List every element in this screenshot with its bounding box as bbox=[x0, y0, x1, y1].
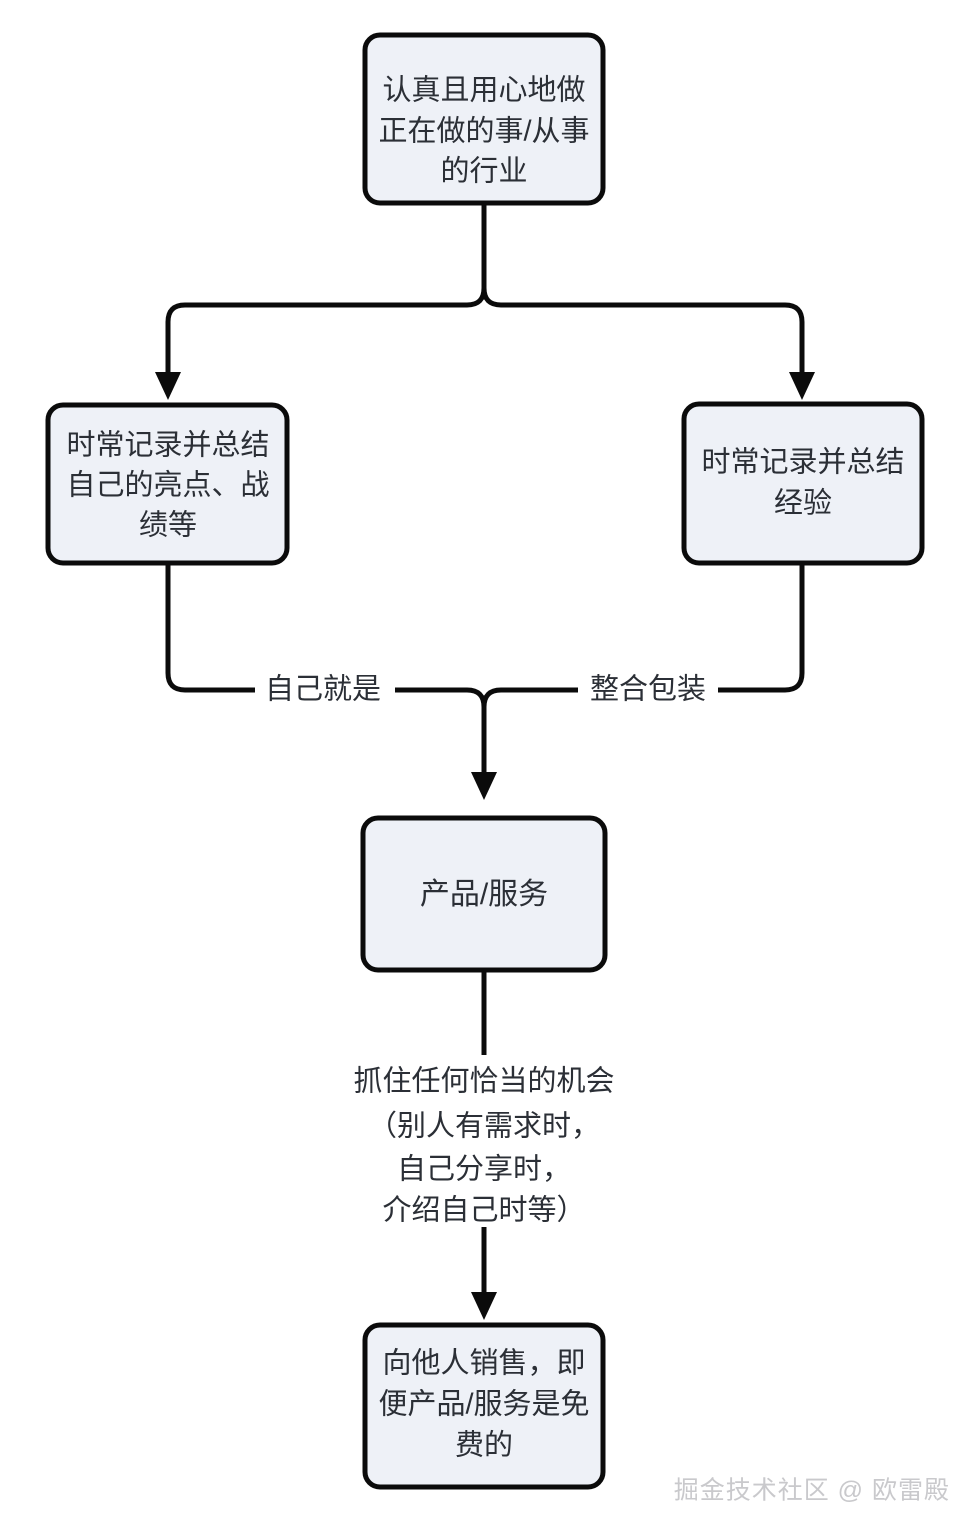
node-record-highlights[interactable]: 时常记录并总结 自己的亮点、战 绩等 bbox=[45, 402, 290, 566]
arrow-head-to-product-node bbox=[471, 772, 497, 800]
edge-label-right-group: 整合包装 bbox=[578, 670, 718, 712]
arrow-head-to-left-node bbox=[155, 372, 181, 400]
edge-label-bottom-group: 抓住任何恰当的机会 （别人有需求时， 自己分享时， 介绍自己时等） bbox=[340, 1055, 630, 1227]
node-product-service-line-1: 产品/服务 bbox=[420, 878, 548, 911]
node-product-service[interactable]: 产品/服务 bbox=[360, 815, 608, 973]
node-record-highlights-line-2: 自己的亮点、战 bbox=[66, 469, 269, 502]
edge-label-bottom-line-3: 自己分享时， bbox=[397, 1153, 571, 1186]
node-sell-to-others-line-2: 便产品/服务是免 bbox=[378, 1388, 589, 1421]
edge-root-stem bbox=[165, 203, 487, 378]
node-record-highlights-box[interactable] bbox=[45, 402, 290, 566]
node-product-service-box[interactable] bbox=[360, 815, 608, 973]
node-record-experience[interactable]: 时常记录并总结 经验 bbox=[681, 401, 925, 566]
edge-root-split bbox=[155, 203, 815, 400]
edge-label-right-backdrop bbox=[578, 670, 718, 712]
edge-label-bottom-line-4: 介绍自己时等） bbox=[382, 1194, 585, 1227]
node-sell-to-others-line-3: 费的 bbox=[455, 1429, 513, 1462]
edge-root-stem-right bbox=[481, 287, 805, 378]
node-sell-to-others[interactable]: 向他人销售，即 便产品/服务是免 费的 bbox=[362, 1322, 606, 1490]
node-do-work-seriously-line-3: 的行业 bbox=[440, 155, 527, 188]
node-record-highlights-line-3: 绩等 bbox=[139, 509, 197, 542]
edge-label-left-group: 自己就是 bbox=[255, 670, 395, 712]
node-do-work-seriously[interactable]: 认真且用心地做 正在做的事/从事 的行业 bbox=[362, 32, 606, 206]
node-record-highlights-line-1: 时常记录并总结 bbox=[66, 429, 269, 462]
node-record-experience-box[interactable] bbox=[681, 401, 925, 566]
edge-label-left-backdrop bbox=[255, 670, 395, 712]
arrow-head-to-sell-node bbox=[471, 1292, 497, 1320]
node-do-work-seriously-line-2: 正在做的事/从事 bbox=[378, 115, 589, 148]
node-record-experience-line-1: 时常记录并总结 bbox=[701, 446, 904, 479]
node-do-work-seriously-box[interactable] bbox=[362, 32, 606, 206]
edge-label-left: 自己就是 bbox=[265, 673, 381, 706]
node-do-work-seriously-line-1: 认真且用心地做 bbox=[382, 74, 585, 107]
watermark: 掘金技术社区 @ 欧雷殿 bbox=[674, 1477, 950, 1505]
arrow-head-to-right-node bbox=[789, 372, 815, 400]
node-sell-to-others-box[interactable] bbox=[362, 1322, 606, 1490]
edge-label-bottom-line-1: 抓住任何恰当的机会 bbox=[353, 1065, 614, 1098]
edge-label-bottom-line-2: （别人有需求时， bbox=[368, 1110, 600, 1143]
node-sell-to-others-line-1: 向他人销售，即 bbox=[382, 1347, 585, 1380]
edge-label-bottom-backdrop bbox=[340, 1055, 630, 1227]
node-record-experience-line-2: 经验 bbox=[774, 487, 832, 520]
edge-label-right: 整合包装 bbox=[590, 673, 706, 706]
